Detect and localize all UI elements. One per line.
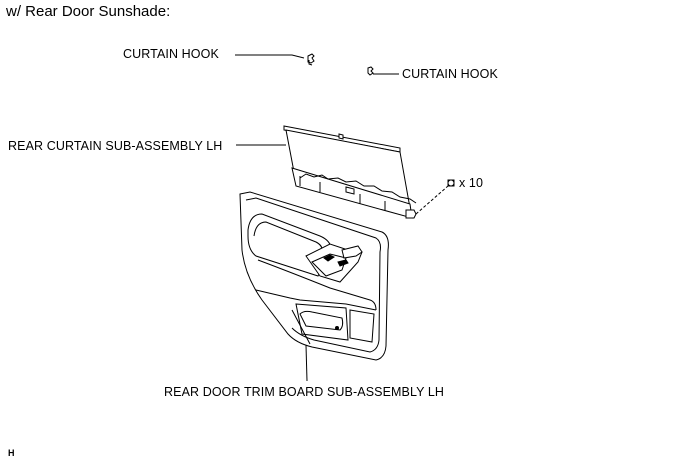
- rear-curtain-label: REAR CURTAIN SUB-ASSEMBLY LH: [8, 139, 223, 153]
- diagram-heading: w/ Rear Door Sunshade:: [6, 3, 171, 20]
- curtain-hook-right-label: CURTAIN HOOK: [402, 67, 498, 81]
- clip-part: [415, 179, 455, 215]
- curtain-hook-right-part: [367, 66, 399, 76]
- door-trim-board-part: [239, 191, 389, 382]
- corner-tag: H: [8, 448, 15, 458]
- rear-curtain-part: [236, 125, 417, 219]
- door-trim-label: REAR DOOR TRIM BOARD SUB-ASSEMBLY LH: [164, 385, 445, 399]
- clip-quantity-label: x 10: [459, 176, 484, 190]
- curtain-hook-left-part: [235, 53, 315, 66]
- curtain-hook-left-label: CURTAIN HOOK: [123, 47, 219, 61]
